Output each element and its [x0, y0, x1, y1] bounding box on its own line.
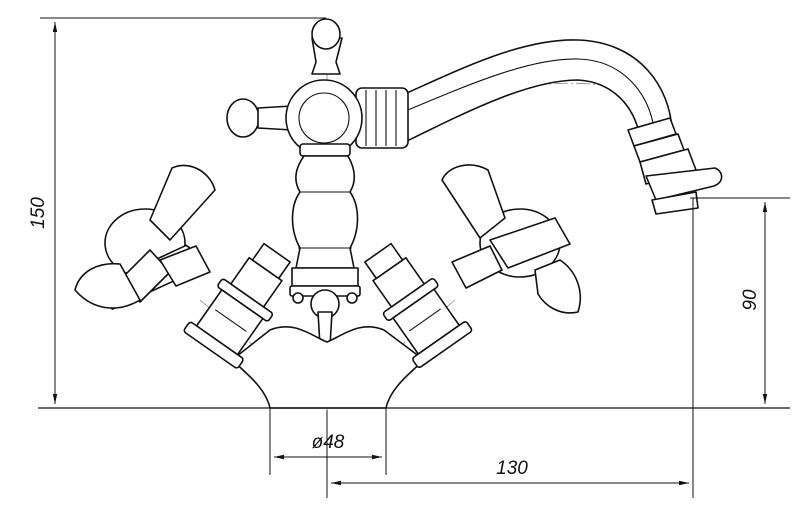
right-valve [364, 242, 473, 369]
spout-collar [355, 87, 409, 149]
base-body [231, 325, 425, 409]
dimension-lines [40, 17, 790, 498]
left-valve [183, 242, 291, 369]
spout [399, 39, 723, 215]
right-cross-handle [441, 164, 582, 314]
dimension-labels: 150 90 ø48 130 [28, 197, 761, 479]
faucet-drawing [38, 18, 790, 410]
lever-handle [226, 18, 363, 157]
dim-spout-height-label: 90 [740, 289, 761, 311]
center-column [289, 155, 361, 304]
dim-diameter-label: ø48 [312, 432, 345, 453]
left-cross-handle [74, 164, 216, 310]
dim-reach-label: 130 [496, 458, 528, 479]
dim-height-label: 150 [28, 197, 49, 229]
